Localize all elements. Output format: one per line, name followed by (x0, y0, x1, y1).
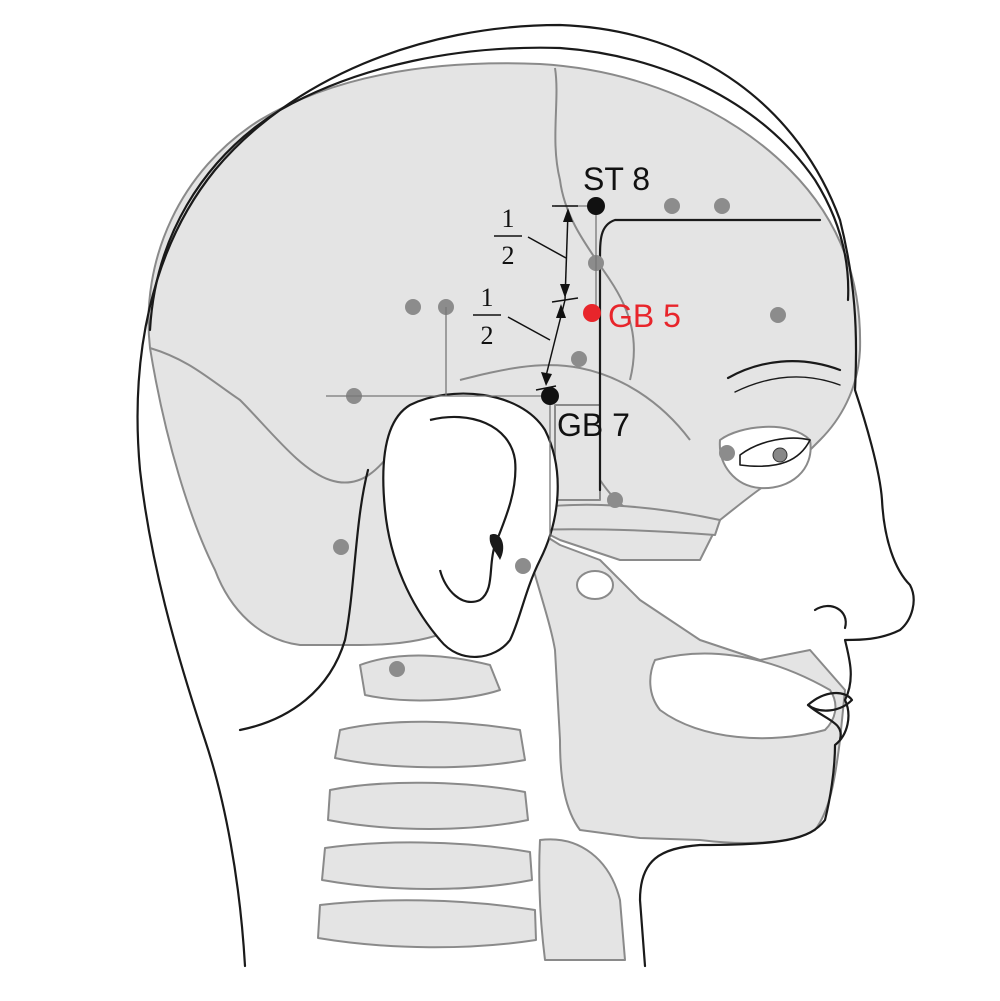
head-outline (136, 23, 915, 968)
minor-point (333, 539, 349, 555)
minor-point (770, 307, 786, 323)
cranium (147, 62, 862, 646)
fraction-denominator: 2 (481, 321, 494, 350)
vertebra-c3 (327, 781, 529, 830)
minor-point (607, 492, 623, 508)
minor-point (719, 445, 735, 461)
skull-bones (147, 62, 862, 961)
st8-label: ST 8 (583, 161, 650, 197)
minor-point (515, 558, 531, 574)
acupoint-st8: ST 8 (583, 161, 650, 215)
vertebra-c5 (317, 899, 537, 949)
vertebra-c2 (334, 720, 526, 769)
gb7-label: GB 7 (557, 407, 630, 443)
minor-point (571, 351, 587, 367)
teeth (649, 652, 837, 740)
minor-point (389, 661, 405, 677)
minor-point (664, 198, 680, 214)
acupoint-gb7: GB 7 (541, 387, 630, 443)
fraction-numerator: 1 (502, 204, 515, 233)
vertebra-c4 (321, 841, 533, 890)
vertebra-c1 (359, 654, 501, 702)
fraction-numerator: 1 (481, 283, 494, 312)
st8-point (587, 197, 605, 215)
gb7-point (541, 387, 559, 405)
ear (382, 392, 559, 658)
minor-point (405, 299, 421, 315)
fraction-upper: 1 2 (494, 204, 522, 270)
vertebra-c6 (538, 838, 626, 961)
gb5-label: GB 5 (608, 298, 681, 334)
minor-point (714, 198, 730, 214)
gb5-point (583, 304, 601, 322)
acupoint-gb5: GB 5 (583, 298, 681, 334)
fraction-lower: 1 2 (473, 283, 501, 350)
fraction-denominator: 2 (502, 241, 515, 270)
arrow-heads (541, 208, 573, 386)
